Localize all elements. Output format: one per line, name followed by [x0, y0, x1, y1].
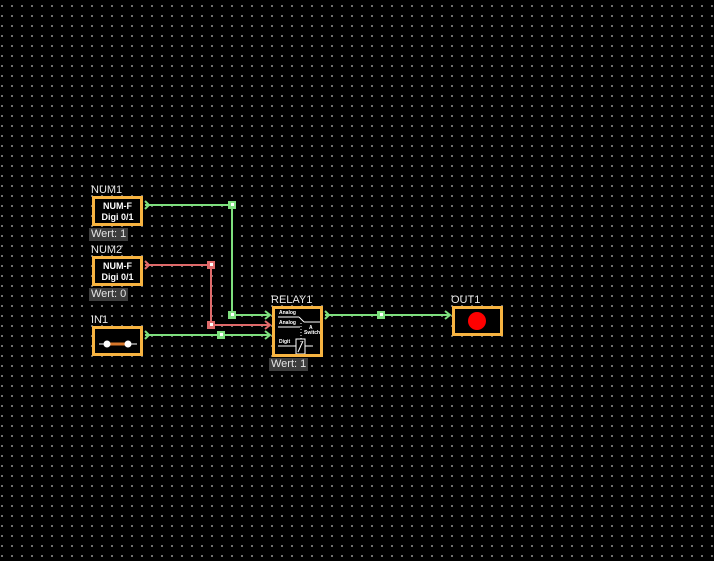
wire-num1-to-relay-in1[interactable] — [144, 200, 272, 320]
block-name-relay1: RELAY1 — [271, 294, 313, 306]
arrow-head-icon — [264, 330, 272, 340]
arrow-head-icon — [444, 310, 452, 320]
num1-type-line2: Digi 0/1 — [101, 212, 134, 222]
arrow-head-icon — [144, 330, 151, 340]
junction-highlight — [231, 313, 234, 316]
arrow-head-icon — [264, 310, 272, 320]
in1-block[interactable] — [92, 326, 143, 356]
relay-switch-label: Switch — [304, 330, 321, 336]
block-name-num2: NUM2 — [91, 244, 123, 256]
junction-highlight — [220, 333, 223, 336]
toggle-switch-icon[interactable] — [95, 329, 140, 353]
block-name-in1: IN1 — [91, 314, 109, 326]
num2-type-line1: NUM-F — [103, 261, 132, 271]
arrow-head-icon — [324, 310, 331, 320]
num1-block[interactable]: NUM-F Digi 0/1 — [92, 196, 143, 226]
wire-relay-to-out1[interactable] — [324, 310, 452, 320]
num1-value-badge: Wert: 1 — [89, 228, 129, 241]
relay-switch-label-a: A — [309, 325, 313, 331]
wire-num2-to-relay-in2[interactable] — [144, 260, 272, 330]
relay1-block[interactable]: Analog Analog A Switch Digit — [272, 306, 323, 357]
junction-highlight — [231, 203, 234, 206]
junction-highlight — [210, 263, 213, 266]
junction-highlight — [380, 313, 383, 316]
relay-control-label: Digit — [279, 339, 291, 345]
junction-highlight — [210, 323, 213, 326]
arrow-head-icon — [264, 320, 272, 330]
arrow-head-icon — [144, 200, 151, 210]
block-name-num1: NUM1 — [91, 184, 123, 196]
led-indicator-icon — [468, 312, 486, 330]
relay-switch-icon — [278, 316, 320, 354]
relay-input2-label: Analog — [279, 320, 296, 326]
num2-type-line2: Digi 0/1 — [101, 272, 134, 282]
num2-value-badge: Wert: 0 — [89, 288, 129, 301]
num2-block[interactable]: NUM-F Digi 0/1 — [92, 256, 143, 286]
wire-in1-to-relay-control[interactable] — [144, 330, 272, 340]
arrow-head-icon — [144, 260, 151, 270]
relay-input1-label: Analog — [279, 310, 296, 316]
block-name-out1: OUT1 — [451, 294, 481, 306]
out1-block[interactable] — [452, 306, 503, 336]
num1-type-line1: NUM-F — [103, 201, 132, 211]
relay1-value-badge: Wert: 1 — [269, 358, 309, 371]
